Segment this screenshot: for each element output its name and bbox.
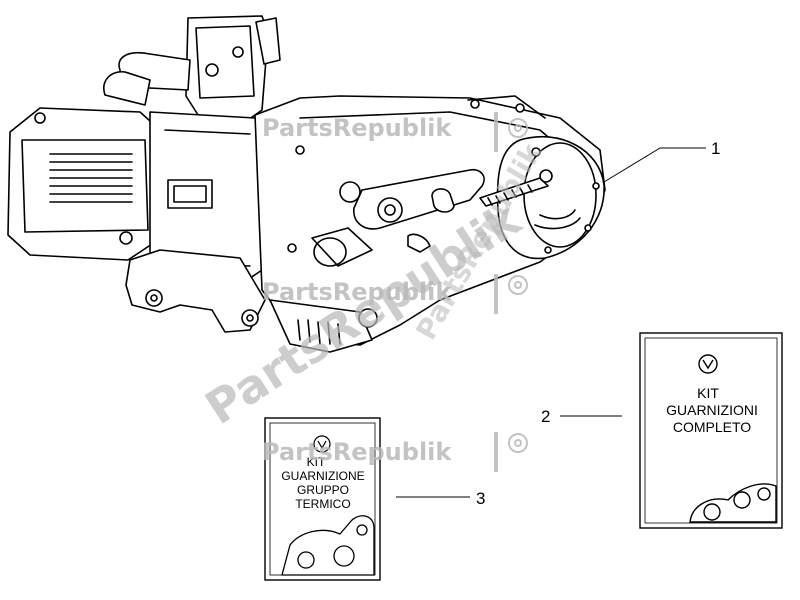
gear-icon (494, 112, 528, 152)
gasket-kit-complete[interactable]: KIT GUARNIZIONI COMPLETO (639, 332, 783, 529)
leader-1 (603, 147, 706, 183)
kit2-line-2: GUARNIZIONI (666, 402, 758, 418)
piaggio-logo-icon (698, 354, 718, 374)
watermark-top: PartsRepublik (262, 112, 528, 152)
callout-number-1: 1 (711, 139, 720, 158)
gear-icon (494, 274, 528, 314)
spring (487, 184, 533, 206)
lower-fins (297, 319, 341, 345)
fan-grille (49, 153, 133, 203)
watermark-middle: PartsRepublik (262, 274, 528, 314)
watermark-text: PartsRepublik (262, 278, 452, 306)
kit3-line-4: TERMICO (295, 497, 350, 511)
kit3-line-2: GUARNIZIONE (281, 469, 364, 483)
gasket-illustration (281, 515, 375, 576)
watermark-text: PartsRepublik (262, 438, 452, 466)
gasket-illustration (689, 483, 777, 523)
watermark-text: PartsRepublik (262, 114, 452, 142)
kit2-line-1: KIT (697, 385, 719, 401)
callout-leaders (396, 147, 706, 498)
kit2-line-3: COMPLETO (673, 419, 751, 435)
watermark-lower: PartsRepublik (262, 432, 528, 472)
piaggio-logo-icon (313, 435, 331, 453)
callout-number-2: 2 (541, 407, 550, 426)
gear-icon (494, 432, 528, 472)
engine-assembly-drawing[interactable] (7, 15, 606, 353)
gasket-kit-cylinder[interactable]: KIT GUARNIZIONE GRUPPO TERMICO (264, 417, 381, 581)
kit3-line-3: GRUPPO (297, 483, 349, 497)
callout-number-3: 3 (476, 489, 485, 508)
kit3-line-1: KIT (307, 455, 326, 469)
